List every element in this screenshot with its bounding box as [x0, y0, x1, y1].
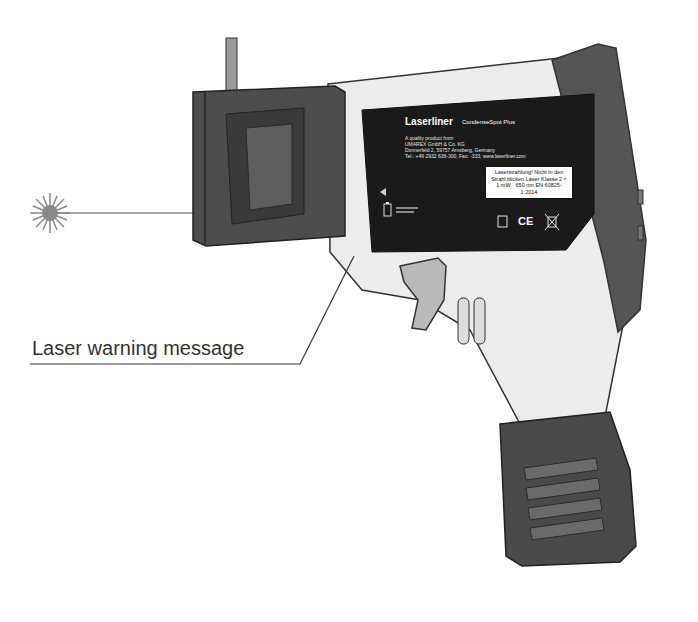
- label-panel: [362, 94, 594, 252]
- product-name: CondenseSpot Plus: [462, 119, 515, 126]
- callout-label: Laser warning message: [32, 337, 244, 360]
- laser-spot: [42, 205, 58, 221]
- grip-slot: [474, 298, 485, 344]
- warning-text: Laserstrahlung! Nicht in den Strahl blic…: [489, 169, 569, 195]
- manufacturer-text: Donnerfeld 2, 59757 Arnsberg, Germany: [405, 148, 495, 154]
- leader-line: [30, 256, 354, 364]
- housing: [328, 46, 640, 424]
- lens-window: [226, 108, 304, 224]
- ce-mark: CE: [518, 215, 533, 228]
- probe-rod: [226, 38, 237, 94]
- side-button: [638, 226, 643, 240]
- brand-name: Laserliner: [405, 116, 453, 128]
- warning-sticker: Laserstrahlung! Nicht in den Strahl blic…: [485, 166, 573, 199]
- arrow-icon: [380, 188, 386, 196]
- sensor-head: [193, 86, 345, 246]
- grip-slot: [458, 298, 469, 344]
- manufacturer-text: UMAREX GmbH & Co. KG: [405, 142, 465, 148]
- manufacturer-text: A quality product from: [405, 136, 453, 142]
- side-button: [638, 190, 643, 204]
- trigger: [400, 258, 446, 330]
- grip-grooves: [524, 458, 604, 540]
- manufacturer-text: Tel.: +49 2932 638-300, Fax: -333, www.l…: [405, 154, 526, 160]
- laser-beam: [30, 193, 195, 233]
- grip: [500, 412, 636, 566]
- symbol-icon: [498, 216, 507, 227]
- battery-icon: [384, 204, 391, 216]
- bin-icon: [545, 214, 559, 230]
